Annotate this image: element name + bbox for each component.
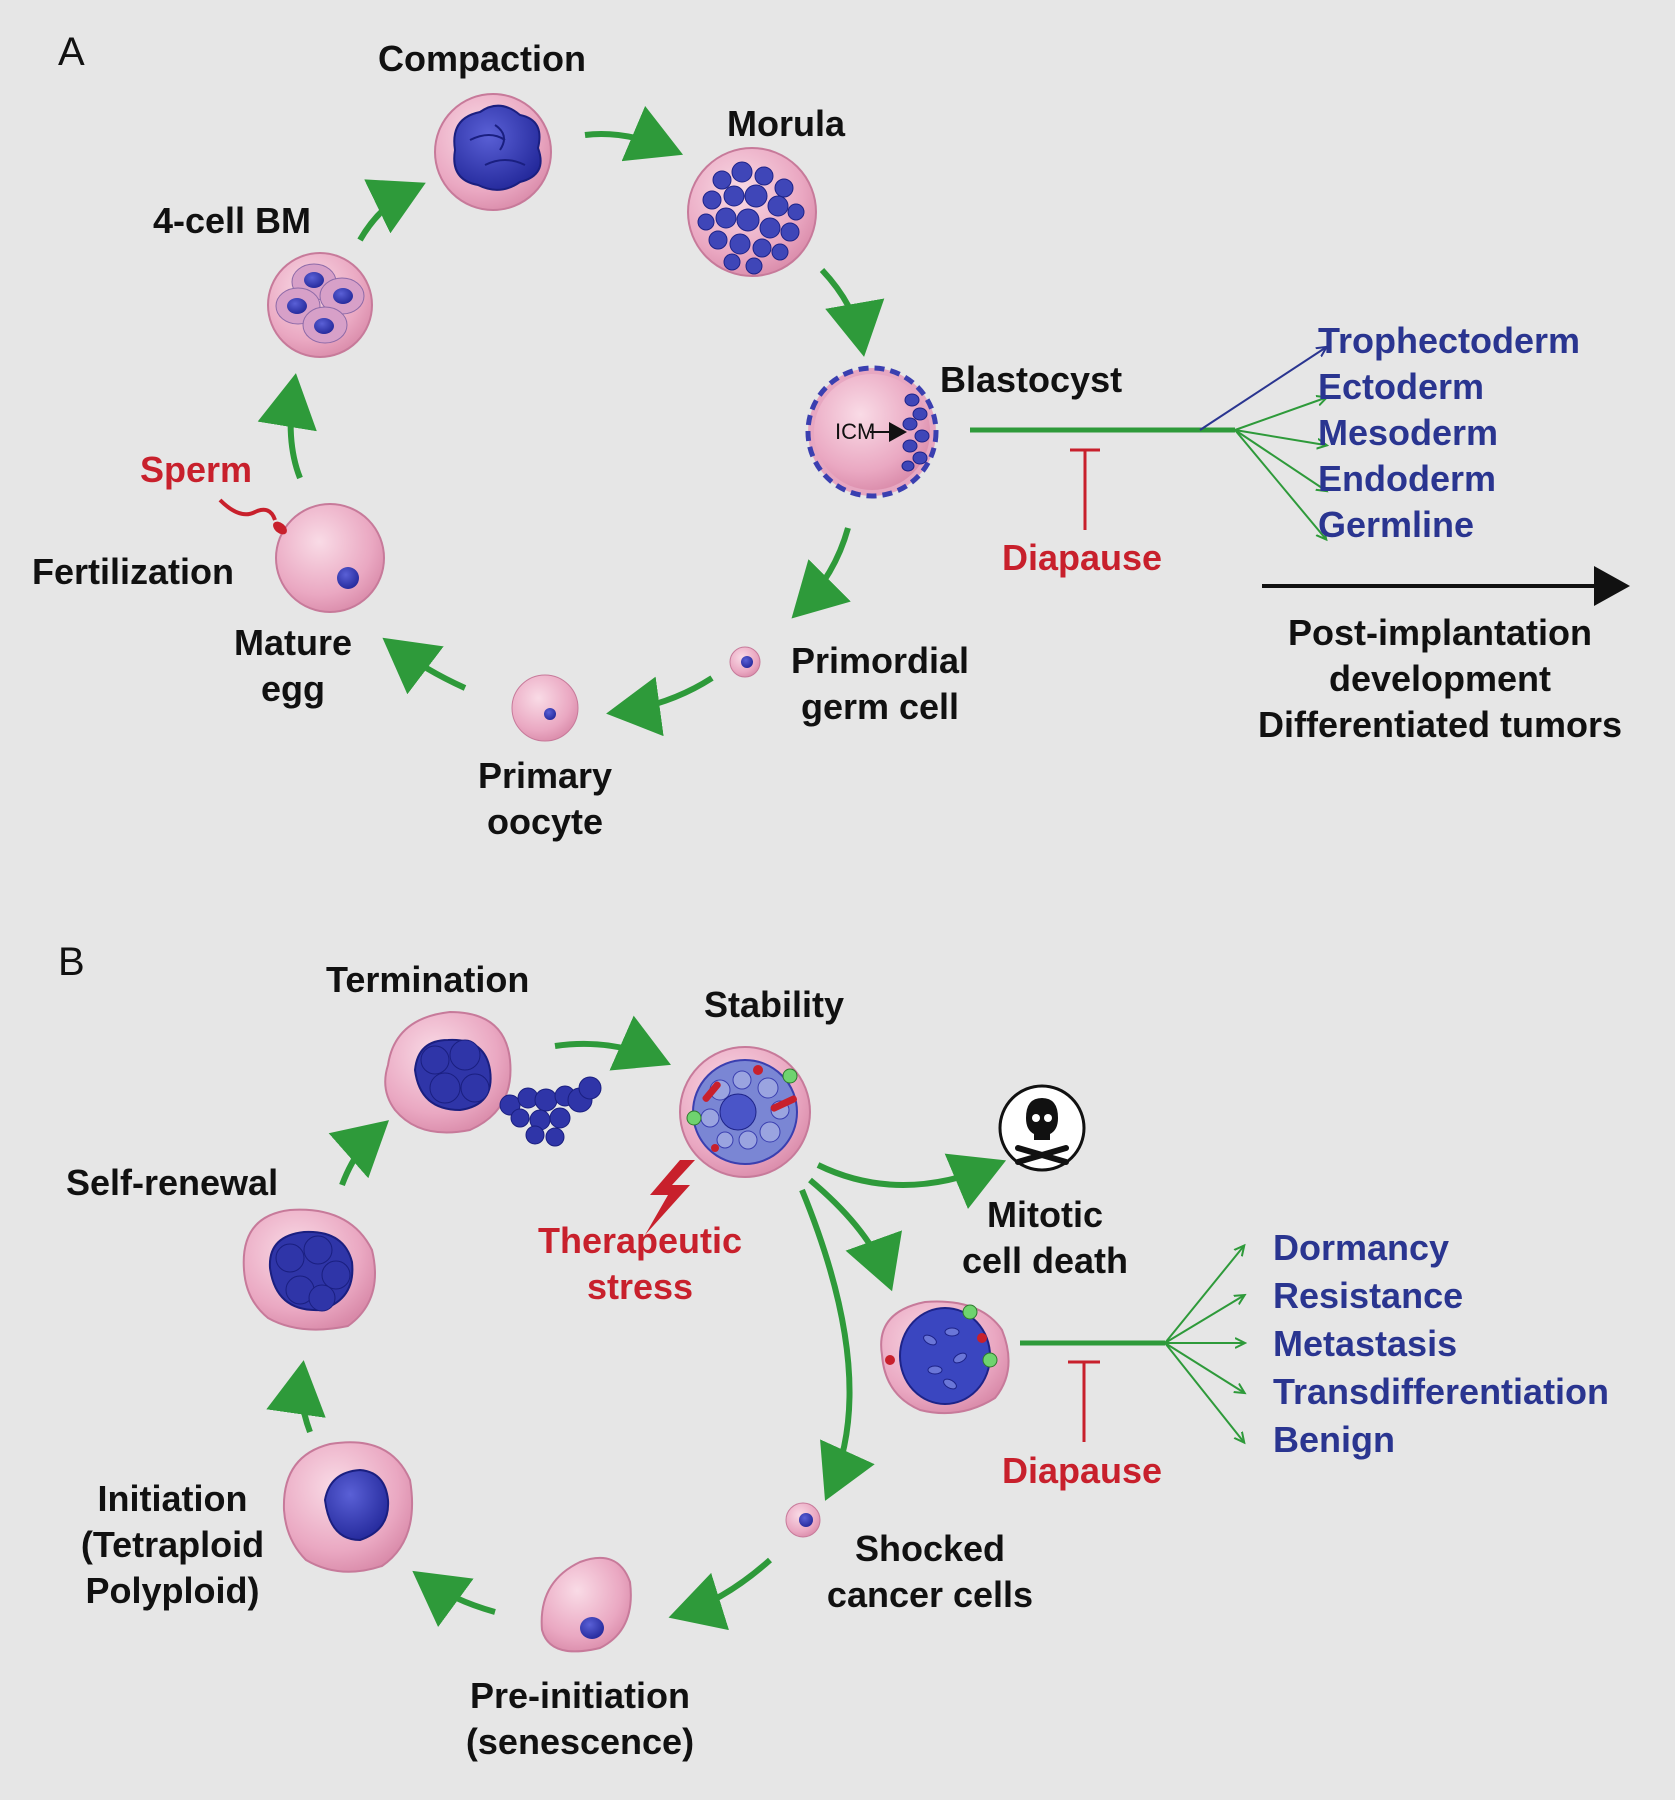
primordial-germ-cell — [729, 646, 761, 678]
stability-cell — [679, 1046, 811, 1178]
compaction-embryo — [434, 93, 552, 211]
morula-embryo — [687, 147, 817, 277]
arrow-stability-to-shocked — [799, 1188, 875, 1501]
mature-egg-cell — [275, 503, 385, 613]
arrow-blastocyst-to-pgc — [791, 527, 851, 619]
diapause-inhibitor-a — [1070, 448, 1100, 530]
fate-transdifferentiation: Transdifferentiation — [1273, 1371, 1610, 1412]
arrow-compaction-to-morula — [584, 105, 684, 162]
label-termination: Termination — [326, 959, 530, 1000]
fate-endoderm: Endoderm — [1318, 458, 1497, 499]
self-renewal-cell — [242, 1208, 376, 1331]
pre-initiation-cell — [540, 1557, 632, 1653]
four-cell-embryo — [267, 252, 373, 358]
sperm-icon — [218, 498, 287, 535]
fate-metastasis: Metastasis — [1273, 1323, 1458, 1364]
arrow-pgc-to-oocyte — [606, 675, 714, 737]
label-pre-initiation: Pre-initiation(senescence) — [465, 1675, 695, 1762]
arrow-egg-to-4cell — [257, 373, 317, 480]
blastocyst-fate-lines — [970, 348, 1325, 538]
fate-ectoderm: Ectoderm — [1318, 366, 1485, 407]
arrow-stability-to-diapause — [808, 1177, 902, 1292]
panel-a-letter: A — [58, 30, 85, 74]
panel-b-letter: B — [58, 940, 85, 984]
initiation-cell — [282, 1441, 414, 1573]
label-diapause-a: Diapause — [1002, 537, 1163, 578]
arrow-oocyte-to-egg — [382, 637, 467, 695]
arrow-initiation-to-selfrenewal — [266, 1360, 326, 1434]
blastocyst-embryo — [805, 365, 939, 499]
fate-germline: Germline — [1318, 504, 1475, 545]
label-fertilization: Fertilization — [32, 551, 235, 592]
fate-dormancy: Dormancy — [1273, 1227, 1450, 1268]
label-diapause-b: Diapause — [1002, 1450, 1163, 1491]
arrow-shocked-to-preinit — [668, 1557, 772, 1631]
fate-trophectoderm: Trophectoderm — [1318, 320, 1581, 361]
label-compaction: Compaction — [378, 38, 587, 79]
diapause-inhibitor-b — [1068, 1360, 1100, 1442]
arrow-preinit-to-initiation — [412, 1570, 496, 1628]
label-stability: Stability — [704, 984, 845, 1025]
diapause-fate-lines — [1020, 1247, 1243, 1441]
lightning-icon — [645, 1160, 695, 1235]
label-four-cell: 4-cell BM — [153, 200, 312, 241]
fate-mesoderm: Mesoderm — [1318, 412, 1499, 453]
primary-oocyte-cell — [511, 674, 579, 742]
fate-benign: Benign — [1273, 1419, 1395, 1460]
label-icm: ICM — [835, 419, 876, 444]
arrow-stability-to-death — [816, 1153, 1007, 1209]
label-self-renewal: Self-renewal — [66, 1162, 279, 1203]
fate-list-a: Trophectoderm Ectoderm Mesoderm Endoderm… — [1318, 318, 1580, 548]
label-sperm: Sperm — [140, 449, 253, 490]
skull-crossbones-icon — [998, 1084, 1086, 1172]
shocked-cancer-cell — [785, 1502, 821, 1538]
arrow-selfrenewal-to-termination — [328, 1120, 390, 1187]
diapause-cell — [880, 1300, 1010, 1415]
fate-resistance: Resistance — [1273, 1275, 1464, 1316]
termination-cell — [384, 1010, 602, 1147]
arrow-morula-to-blastocyst — [819, 267, 885, 357]
label-morula: Morula — [727, 103, 846, 144]
arrow-termination-to-stability — [554, 1015, 671, 1071]
arrow-4cell-to-compaction — [357, 179, 426, 242]
fate-list-b: Dormancy Resistance Metastasis Transdiff… — [1273, 1224, 1609, 1464]
label-blastocyst: Blastocyst — [940, 359, 1123, 400]
